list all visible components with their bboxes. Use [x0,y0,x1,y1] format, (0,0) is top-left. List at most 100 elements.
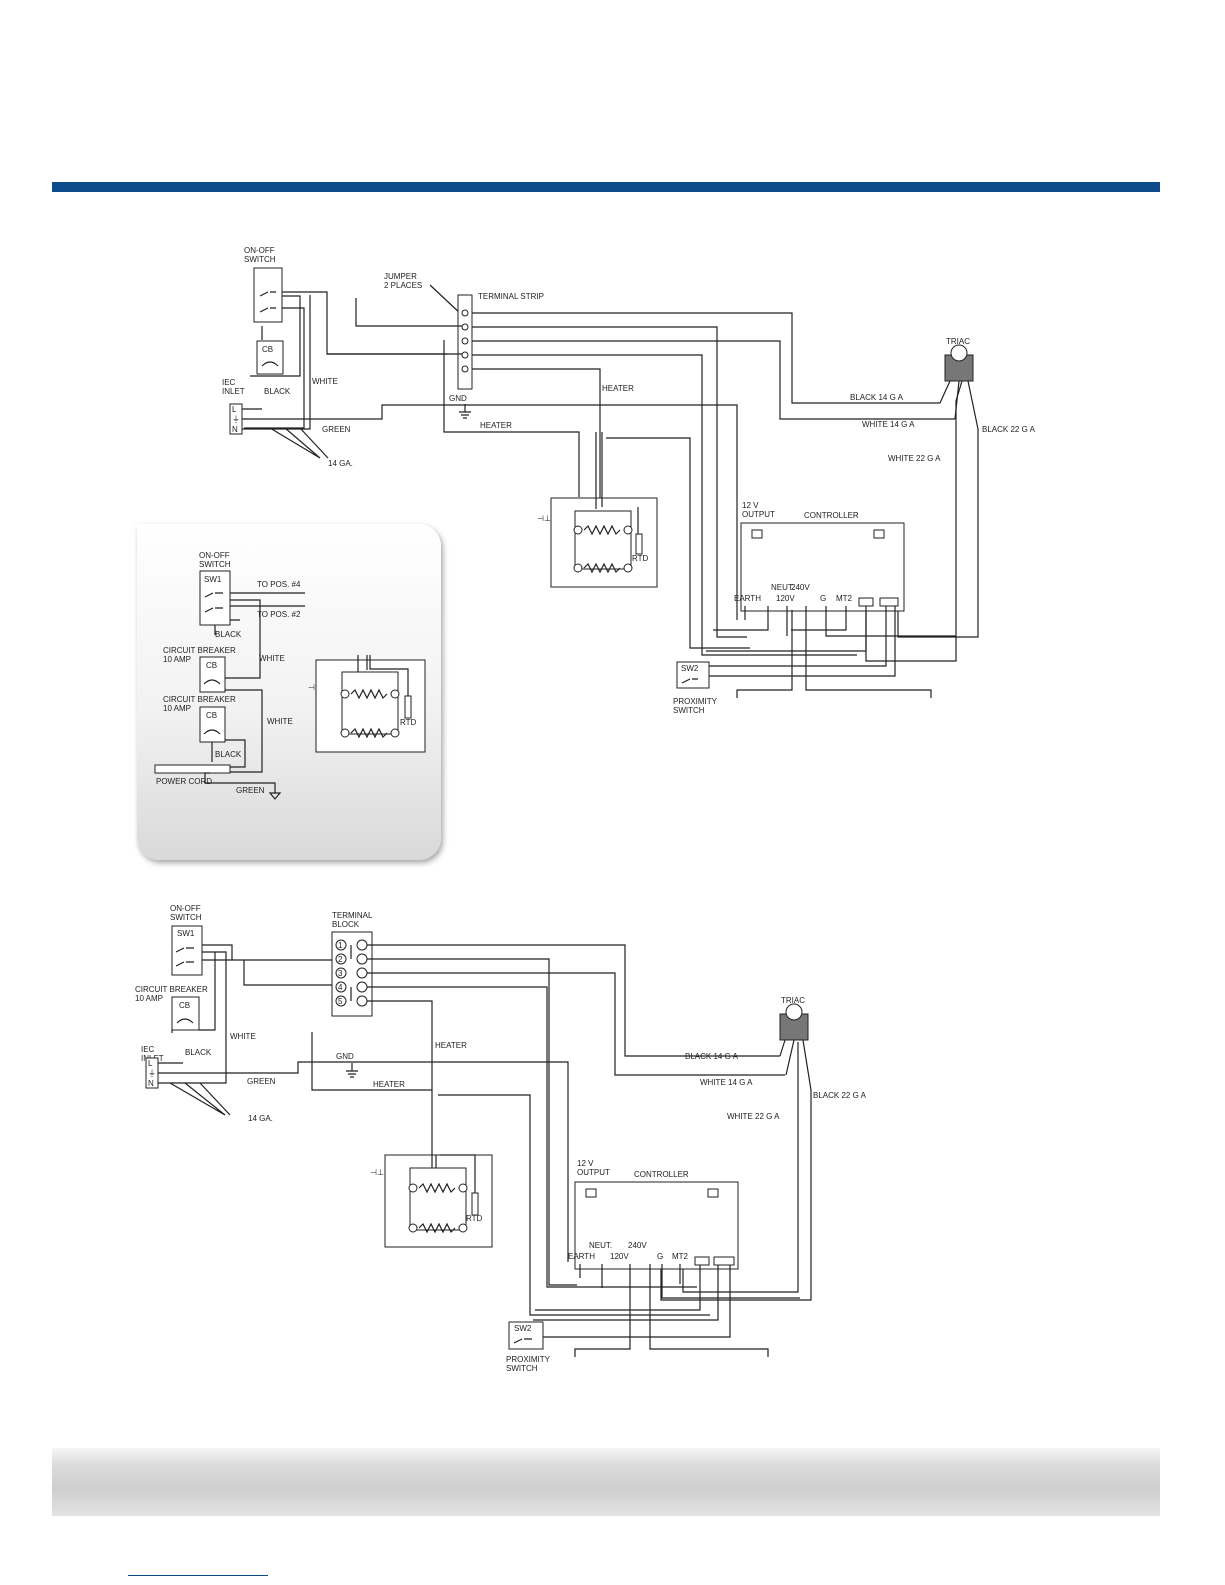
d1-heater-label-b: HEATER [480,421,512,430]
inset-black-label-1: BLACK [215,630,242,639]
d1-white-22-label: WHITE 22 G A [888,454,941,463]
inset-black-label-2: BLACK [215,750,242,759]
header-bar [52,182,1160,192]
inset-green-label: GREEN [236,786,265,795]
d2-white-14-label: WHITE 14 G A [700,1078,753,1087]
d1-rtd-label: RTD [632,554,649,563]
d1-g-label: G [820,594,826,603]
inset-sw1 [199,570,231,626]
d2-sw2 [508,1321,544,1350]
d2-cb-label: CB [179,1001,190,1010]
d2-black-label: BLACK [185,1048,212,1057]
d1-120v-label: 120V [776,594,795,603]
d2-heater-label-a: HEATER [435,1041,467,1050]
d1-white-label: WHITE [312,377,338,386]
d2-block-num-3: 3 [338,969,343,978]
d1-circuit-breaker [256,340,284,375]
footer-link-underline [128,1575,268,1576]
d1-mt2-label: MT2 [836,594,853,603]
d1-heater-label-a: HEATER [602,384,634,393]
d2-240v-label: 240V [628,1241,647,1250]
d1-black-14-label: BLACK 14 G A [850,393,904,402]
d1-14ga-label: 14 GA. [328,459,353,468]
d2-block-num-2: 2 [338,955,343,964]
d2-g-label: G [657,1252,663,1261]
d1-iec-pin-l: L [232,405,237,414]
d2-heater-label-b: HEATER [373,1080,405,1089]
d2-block-num-5: 5 [338,997,343,1006]
d2-white-label: WHITE [230,1032,256,1041]
d1-neut-label: NEUT. [771,583,794,592]
inset-cb-label-1: CB [206,661,217,670]
d2-black-22-label: BLACK 22 G A [813,1091,867,1100]
d2-sw1 [171,925,203,976]
d2-mt2-label: MT2 [672,1252,689,1261]
d2-sw1-label: SW1 [177,929,195,938]
inset-white-label-2: WHITE [267,717,293,726]
d1-sw2-label: SW2 [681,664,699,673]
d2-iec-pin-n: N [148,1079,154,1088]
d1-240v-label: 240V [791,583,810,592]
d1-iec-pin-ground: ⏚ [232,415,240,424]
d2-rtd-label: RTD [466,1214,483,1223]
d2-earth-label: EARTH [568,1252,595,1261]
d2-green-label: GREEN [247,1077,276,1086]
d1-gnd-label: GND [449,394,467,403]
d1-iec-pin-n: N [232,425,238,434]
d2-black-14-label: BLACK 14 G A [685,1052,739,1061]
inset-power-cord-label: POWER CORD [156,777,212,786]
d1-on-off-switch [253,267,283,323]
inset-to-pos-4-label: TO POS. #4 [257,580,301,589]
d2-circuit-breaker [171,996,200,1031]
d2-block-num-4: 4 [338,983,343,992]
d1-cb-label: CB [262,345,273,354]
d2-gnd-label: GND [336,1052,354,1061]
inset-power-cord [154,764,231,774]
d2-triac-label: TRIAC [781,996,805,1005]
d1-earth-label: EARTH [734,594,761,603]
d2-iec-pin-l: L [148,1059,153,1068]
d2-sw2-label: SW2 [514,1324,532,1333]
inset-cb-1 [199,656,226,693]
d1-triac-label: TRIAC [946,337,970,346]
d2-120v-label: 120V [610,1252,629,1261]
d1-green-label: GREEN [322,425,351,434]
inset-cb-label-2: CB [206,711,217,720]
d2-white-22-label: WHITE 22 G A [727,1112,780,1121]
d2-neut-label: NEUT. [589,1241,612,1250]
d2-controller-label: CONTROLLER [634,1170,689,1179]
d2-terminal-numbers: 1 2 3 4 5 [335,939,368,1007]
d1-controller-label: CONTROLLER [804,511,859,520]
d1-terminal-strip-label: TERMINAL STRIP [478,292,544,301]
d1-white-14-label: WHITE 14 G A [862,420,915,429]
d1-black-22-label: BLACK 22 G A [982,425,1036,434]
d1-ground-icon: ⊣⊥ [537,514,551,523]
inset-sw1-label: SW1 [204,575,222,584]
inset-to-pos-2-label: TO POS. #2 [257,610,301,619]
footer-bar [52,1448,1160,1516]
d2-ground-icon: ⊣⊥ [370,1168,384,1177]
inset-ground-icon: ⊣⊥ [308,683,322,692]
d2-iec-pin-ground: ⏚ [148,1069,156,1078]
d1-sw2 [676,661,710,689]
d1-black-label: BLACK [264,387,291,396]
inset-cb-2 [199,706,226,743]
d2-block-num-1: 1 [338,941,343,950]
inset-rtd-label: RTD [400,718,417,727]
